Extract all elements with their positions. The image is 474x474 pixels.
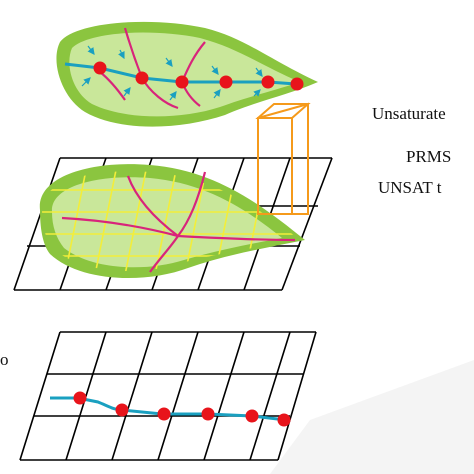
circle-icon <box>73 391 291 427</box>
stream-node <box>135 71 149 85</box>
prms-label: PRMS <box>406 147 451 166</box>
stream-node <box>93 61 107 75</box>
stream-node <box>201 407 215 421</box>
bottom-grid <box>19 331 317 461</box>
stream-node <box>219 75 233 89</box>
left-fragment-label: o <box>0 350 9 369</box>
top-watershed-leaf <box>56 21 318 127</box>
tributary-veins <box>61 171 296 273</box>
middle-watershed-leaf <box>39 164 306 279</box>
stream-node <box>157 407 171 421</box>
stream-node <box>73 391 87 405</box>
stream-node <box>175 75 189 89</box>
stream-node <box>277 413 291 427</box>
stream-line <box>50 396 287 422</box>
unsat-label: UNSAT t <box>378 178 442 197</box>
circle-icon <box>93 61 304 91</box>
stream-node <box>115 403 129 417</box>
stream-node <box>245 409 259 423</box>
groundwater-stream <box>50 391 291 427</box>
unsaturated-column <box>255 102 311 215</box>
stream-node <box>261 75 275 89</box>
background-shadow <box>270 360 474 474</box>
unsaturated-label: Unsaturate <box>372 104 446 123</box>
stream-node <box>290 77 304 91</box>
arrow-icon <box>81 45 263 101</box>
